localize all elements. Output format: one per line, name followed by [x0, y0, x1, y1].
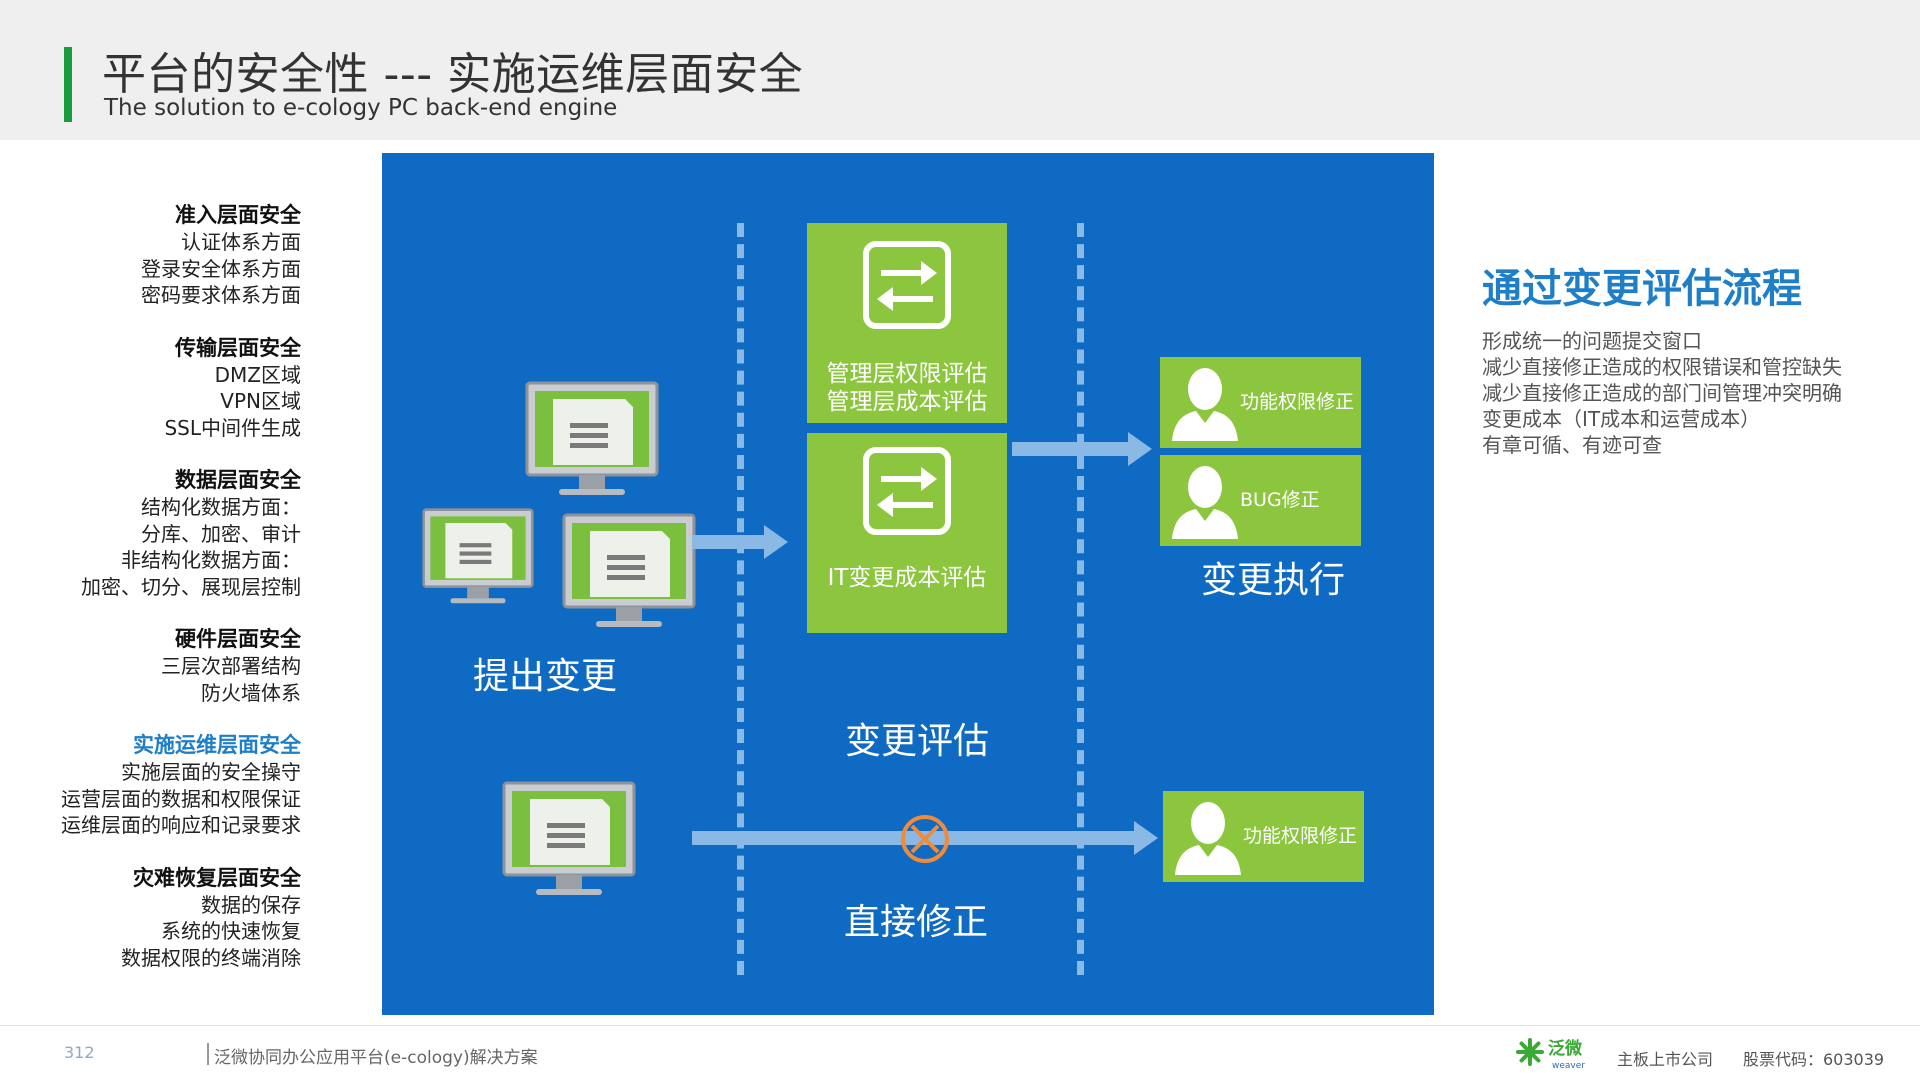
box-label: 管理层成本评估	[826, 389, 988, 415]
nav-group-access: 准入层面安全 认证体系方面 登录安全体系方面 密码要求体系方面	[0, 202, 301, 309]
it-evaluation-box: IT变更成本评估	[807, 433, 1007, 633]
computer-monitor-icon	[562, 513, 696, 627]
footer-title: 泛微协同办公应用平台(e-cology)解决方案	[214, 1048, 538, 1068]
benefit-line: 有章可循、有迹可查	[1482, 433, 1662, 457]
stage-label-direct: 直接修正	[844, 902, 989, 943]
arrow-right-icon	[692, 525, 788, 559]
nav-group-data: 数据层面安全 结构化数据方面： 分库、加密、审计 非结构化数据方面： 加密、切分…	[0, 467, 301, 600]
arrow-right-icon	[1012, 432, 1152, 466]
computer-monitor-icon	[422, 508, 534, 604]
title-accent-bar	[64, 47, 72, 122]
nav-item: 登录安全体系方面	[141, 256, 301, 281]
weaver-logo: 泛微 weaver	[1516, 1038, 1585, 1071]
nav-group-hardware: 硬件层面安全 三层次部署结构 防火墙体系	[0, 626, 301, 706]
security-layer-nav: 准入层面安全 认证体系方面 登录安全体系方面 密码要求体系方面 传输层面安全 D…	[0, 202, 301, 997]
benefit-line: 变更成本（IT成本和运营成本）	[1482, 407, 1761, 431]
computer-monitor-icon	[525, 381, 659, 495]
nav-item: DMZ区域	[214, 362, 301, 387]
footer-separator	[207, 1043, 209, 1065]
computer-monitor-icon	[502, 781, 636, 895]
nav-item: 三层次部署结构	[161, 654, 301, 678]
stock-code: 股票代码：603039	[1743, 1050, 1885, 1069]
nav-item: 密码要求体系方面	[141, 283, 301, 307]
person-icon	[1172, 466, 1238, 539]
nav-item: 防火墙体系	[201, 680, 301, 705]
nav-item: 运维层面的响应和记录要求	[61, 813, 301, 837]
swap-arrows-icon	[863, 447, 951, 535]
benefit-line: 减少直接修正造成的部门间管理冲突明确	[1482, 381, 1842, 405]
benefit-line: 减少直接修正造成的权限错误和管控缺失	[1482, 355, 1842, 379]
nav-item: 认证体系方面	[181, 230, 301, 254]
stage-divider	[1077, 223, 1084, 975]
slide-subtitle: The solution to e-cology PC back-end eng…	[104, 95, 618, 121]
svg-text:泛微: 泛微	[1548, 1038, 1583, 1059]
footer-divider	[0, 1025, 1920, 1026]
nav-group-operations: 实施运维层面安全 实施层面的安全操守 运营层面的数据和权限保证 运维层面的响应和…	[0, 732, 301, 839]
benefit-line: 形成统一的问题提交窗口	[1482, 329, 1702, 353]
nav-heading[interactable]: 数据层面安全	[175, 468, 301, 492]
nav-heading[interactable]: 灾难恢复层面安全	[133, 865, 301, 890]
management-evaluation-box: 管理层权限评估 管理层成本评估	[807, 223, 1007, 423]
nav-heading[interactable]: 准入层面安全	[175, 203, 301, 227]
process-benefits: 形成统一的问题提交窗口 减少直接修正造成的权限错误和管控缺失 减少直接修正造成的…	[1482, 328, 1842, 458]
nav-group-transport: 传输层面安全 DMZ区域 VPN区域 SSL中间件生成	[0, 335, 301, 442]
change-process-diagram: 管理层权限评估 管理层成本评估 IT变更成本评估 功能权限修正 BUG修正	[382, 153, 1434, 1015]
stage-label-evaluate: 变更评估	[845, 721, 990, 762]
arrow-right-icon	[692, 821, 1158, 855]
page-number: 312	[64, 1043, 95, 1062]
nav-item: 加密、切分、展现层控制	[81, 574, 301, 599]
slide-title: 平台的安全性 --- 实施运维层面安全	[102, 49, 804, 100]
person-box-label: 功能权限修正	[1240, 391, 1355, 413]
nav-group-recovery: 灾难恢复层面安全 数据的保存 系统的快速恢复 数据权限的终端消除	[0, 865, 301, 972]
box-label: IT变更成本评估	[827, 565, 987, 591]
blocked-cross-icon	[901, 815, 949, 863]
stage-label-propose: 提出变更	[473, 656, 618, 697]
nav-heading-active[interactable]: 实施运维层面安全	[133, 733, 301, 757]
company-status: 主板上市公司	[1617, 1050, 1714, 1069]
process-title: 通过变更评估流程	[1482, 266, 1802, 312]
svg-text:weaver: weaver	[1552, 1061, 1585, 1071]
nav-item: VPN区域	[220, 389, 301, 413]
swap-arrows-icon	[863, 241, 951, 329]
box-label: 管理层权限评估	[826, 361, 988, 387]
stage-label-execute: 变更执行	[1201, 560, 1346, 601]
nav-item: 运营层面的数据和权限保证	[61, 786, 301, 811]
function-permission-box: 功能权限修正	[1160, 357, 1361, 448]
person-icon	[1172, 368, 1238, 441]
slide-header: 平台的安全性 --- 实施运维层面安全 The solution to e-co…	[0, 0, 1920, 140]
nav-item: 系统的快速恢复	[161, 919, 301, 943]
nav-item: 数据的保存	[201, 892, 301, 917]
nav-item: 实施层面的安全操守	[121, 760, 301, 784]
nav-heading[interactable]: 硬件层面安全	[175, 627, 301, 651]
nav-item: 数据权限的终端消除	[121, 945, 301, 970]
nav-item: 结构化数据方面：	[141, 495, 301, 519]
bug-fix-box: BUG修正	[1160, 455, 1361, 546]
nav-item: SSL中间件生成	[164, 415, 301, 440]
nav-heading[interactable]: 传输层面安全	[175, 335, 301, 360]
person-box-label: BUG修正	[1240, 489, 1320, 511]
person-box-label: 功能权限修正	[1243, 825, 1358, 847]
nav-item: 分库、加密、审计	[141, 521, 301, 546]
person-icon	[1175, 802, 1241, 875]
function-permission-box: 功能权限修正	[1163, 791, 1364, 882]
nav-item: 非结构化数据方面：	[121, 548, 301, 572]
stage-divider	[737, 223, 744, 975]
